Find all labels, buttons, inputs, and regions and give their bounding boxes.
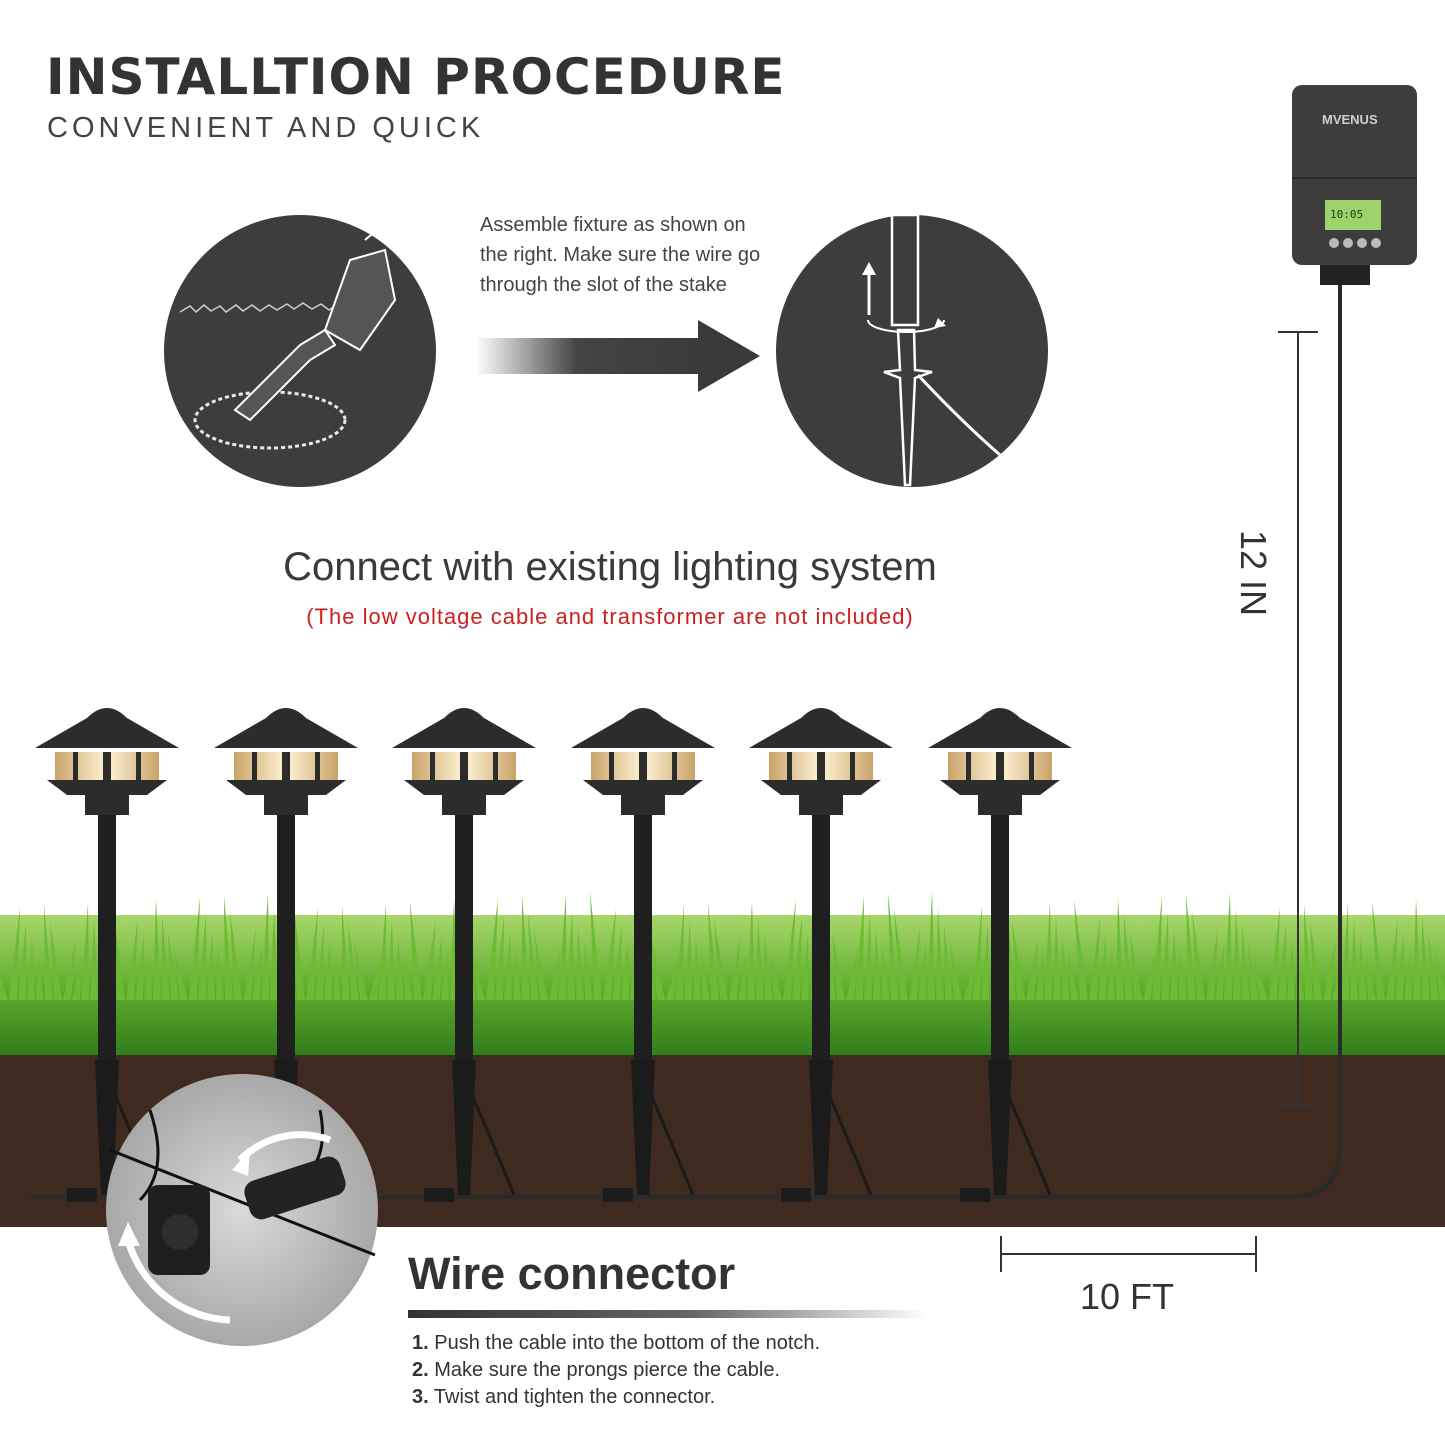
height-dimension xyxy=(1278,331,1318,1107)
page-subtitle: CONVENIENT AND QUICK xyxy=(47,112,485,144)
page-title: INSTALLTION PROCEDURE xyxy=(46,48,786,106)
digging-trowel-icon xyxy=(164,215,436,487)
wire-connector-underline xyxy=(408,1310,928,1318)
step-instruction: Assemble fixture as shown on the right. … xyxy=(480,214,761,296)
stake-assembly-icon xyxy=(776,213,1048,487)
wire-connector-icon xyxy=(106,1074,378,1346)
transformer-display: 10:05 xyxy=(1330,208,1363,221)
list-item: 1. Push the cable into the bottom of the… xyxy=(412,1332,821,1354)
arrow-right-icon xyxy=(476,320,760,392)
spacing-label: 10 FT xyxy=(1080,1276,1175,1317)
transformer-brand: MVENUS xyxy=(1322,112,1378,127)
list-item: 2. Make sure the prongs pierce the cable… xyxy=(412,1359,781,1381)
height-label: 12 IN xyxy=(1233,530,1274,617)
transformer-icon xyxy=(1292,85,1417,285)
grass-strip xyxy=(0,891,1445,1060)
connect-note: (The low voltage cable and transformer a… xyxy=(306,604,914,629)
path-light xyxy=(749,708,893,1202)
spacing-dimension xyxy=(1000,1236,1257,1272)
path-light xyxy=(928,708,1072,1202)
wire-connector-title: Wire connector xyxy=(408,1248,736,1299)
path-light xyxy=(571,708,715,1202)
low-voltage-cable xyxy=(30,285,1342,1199)
list-item: 3. Twist and tighten the connector. xyxy=(412,1386,716,1408)
path-light xyxy=(392,708,536,1202)
connect-heading: Connect with existing lighting system xyxy=(283,545,937,589)
path-light xyxy=(35,708,179,1202)
wire-connector-steps: 1. Push the cable into the bottom of the… xyxy=(412,1330,820,1411)
